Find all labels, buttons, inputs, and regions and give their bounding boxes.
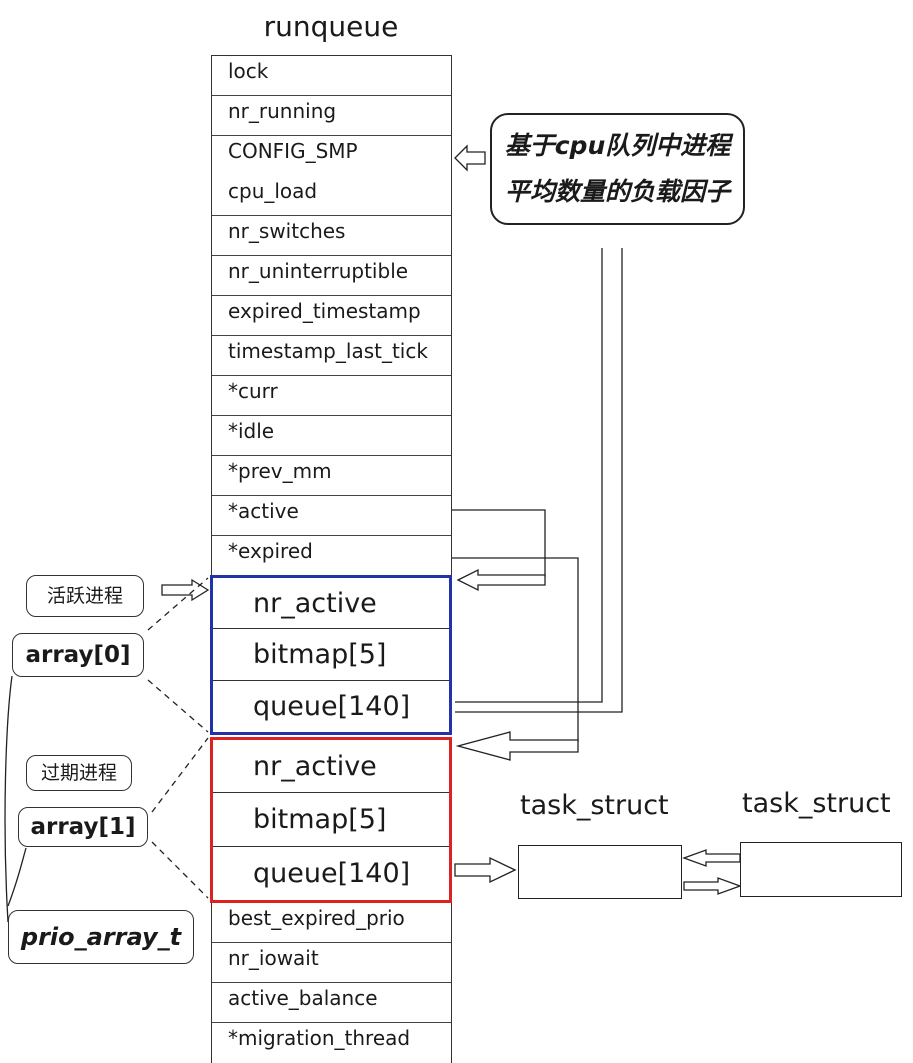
active-bitmap: bitmap[5] (213, 629, 449, 681)
field-config-smp: CONFIG_SMP (228, 139, 358, 163)
array0-label: array[0] (12, 633, 144, 677)
field-expired-timestamp: expired_timestamp (212, 296, 451, 336)
field-active-balance: active_balance (212, 983, 451, 1023)
field-nr-running: nr_running (212, 96, 451, 136)
task-struct-box-1 (518, 845, 682, 899)
active-queue: queue[140] (253, 690, 411, 722)
field-lock: lock (212, 56, 451, 96)
expired-pointer-line (452, 557, 579, 742)
queue-task-arrow (454, 856, 517, 884)
expired-queue: queue[140] (253, 857, 411, 889)
field-best-expired-prio: best_expired_prio (212, 903, 451, 943)
task-struct-label-2: task_struct (742, 788, 891, 819)
prio-leader-1 (7, 847, 27, 907)
field-curr: *curr (212, 376, 451, 416)
field-active: *active (212, 496, 451, 536)
expired-pointer-arrow (455, 731, 579, 761)
field-nr-uninterruptible: nr_uninterruptible (212, 256, 451, 296)
runqueue-title: runqueue (263, 10, 399, 43)
callout-line-2: 平均数量的负载因子 (504, 177, 730, 206)
active-label-arrow (161, 578, 210, 602)
array0-leader-bottom (147, 679, 209, 733)
task-struct-box-2 (740, 842, 902, 897)
field-expired: *expired (228, 539, 313, 563)
expired-process-label: 过期进程 (26, 755, 132, 791)
array1-leader-bottom (151, 841, 209, 899)
callout-arrow (454, 144, 486, 172)
active-nr-active: nr_active (213, 578, 449, 630)
array1-leader-top (151, 737, 209, 813)
array1-label: array[1] (18, 807, 148, 847)
callout-connector (455, 248, 623, 713)
array0-leader-top (147, 577, 209, 631)
field-nr-iowait: nr_iowait (212, 943, 451, 983)
task-link-arrow-right (683, 877, 742, 895)
runqueue-tail: best_expired_prio nr_iowait active_balan… (211, 903, 452, 1063)
load-factor-callout: 基于cpu队列中进程 平均数量的负载因子 (490, 113, 745, 225)
task-link-arrow-left (682, 849, 741, 867)
active-array-box: nr_active bitmap[5] queue[140] (210, 575, 452, 735)
prio-array-label: prio_array_t (8, 910, 194, 964)
runqueue-table: lock nr_running CONFIG_SMP cpu_load nr_s… (211, 55, 452, 576)
callout-line-1: 基于cpu队列中进程 (504, 131, 731, 160)
expired-array-box: nr_active bitmap[5] queue[140] (210, 737, 452, 903)
prio-leader-0 (4, 675, 13, 923)
expired-nr-active: nr_active (213, 740, 449, 794)
field-nr-switches: nr_switches (212, 216, 451, 256)
active-pointer-arrow (456, 568, 546, 592)
active-process-label: 活跃进程 (26, 575, 144, 617)
field-idle: *idle (212, 416, 451, 456)
active-pointer-line (452, 509, 546, 577)
expired-bitmap: bitmap[5] (213, 793, 449, 847)
field-prev-mm: *prev_mm (212, 456, 451, 496)
field-cpu-load: cpu_load (212, 176, 451, 216)
task-struct-label-1: task_struct (520, 790, 669, 821)
field-migration-thread: *migration_thread (228, 1026, 411, 1050)
field-timestamp-last-tick: timestamp_last_tick (212, 336, 451, 376)
